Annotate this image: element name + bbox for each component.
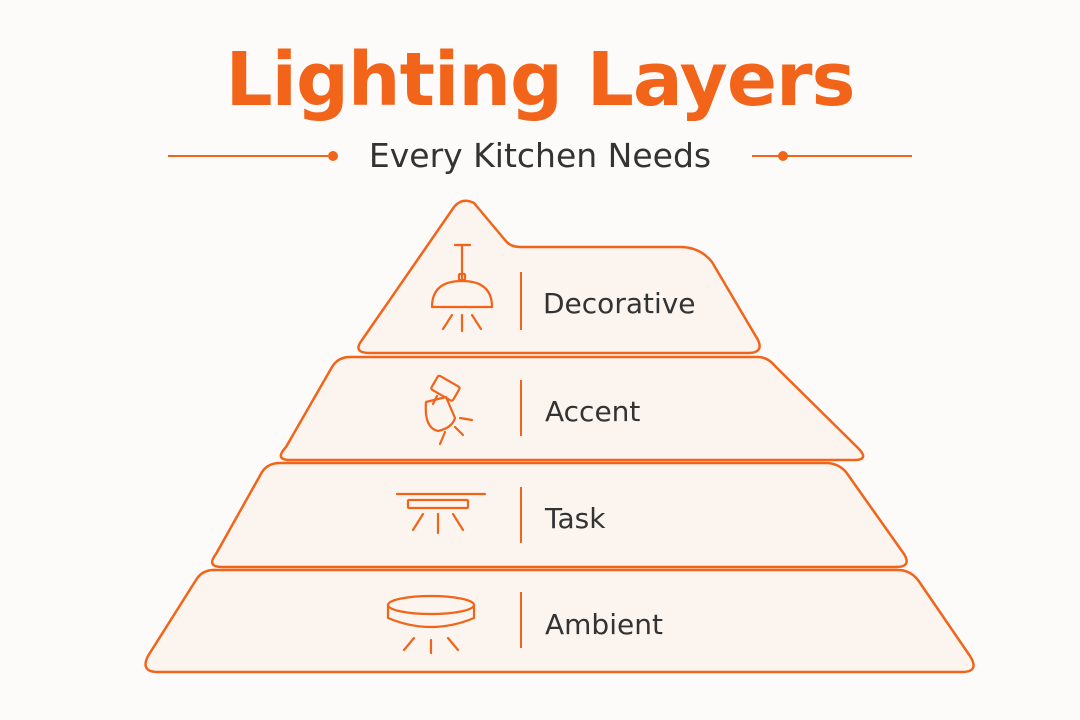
pyramid-layer-decorative: Decorative (357, 199, 761, 355)
layer-label-task: Task (544, 502, 606, 535)
pyramid-layer-accent: Accent (279, 355, 865, 462)
pyramid-layer-ambient: Ambient (144, 568, 975, 674)
page-title: Lighting Layers (225, 37, 855, 123)
pendant-lamp-icon (430, 243, 494, 333)
subtitle-rule-right (752, 155, 912, 157)
subtitle-row: Every Kitchen Needs (0, 132, 1080, 180)
subtitle-rule-left (168, 155, 328, 157)
under-cabinet-light-icon (395, 492, 487, 535)
subtitle-dot-left (328, 151, 338, 161)
layer-task-shape (210, 461, 908, 569)
layer-label-decorative: Decorative (543, 287, 696, 320)
layer-ambient-shape (144, 568, 975, 674)
spotlight-icon (424, 374, 474, 446)
page-subtitle: Every Kitchen Needs (368, 136, 712, 175)
layer-label-accent: Accent (545, 395, 640, 428)
layer-label-ambient: Ambient (545, 608, 663, 641)
layer-accent-shape (279, 355, 865, 462)
pyramid-layer-task: Task (210, 461, 908, 569)
layer-decorative-shape (357, 199, 761, 355)
ceiling-light-icon (386, 594, 476, 655)
